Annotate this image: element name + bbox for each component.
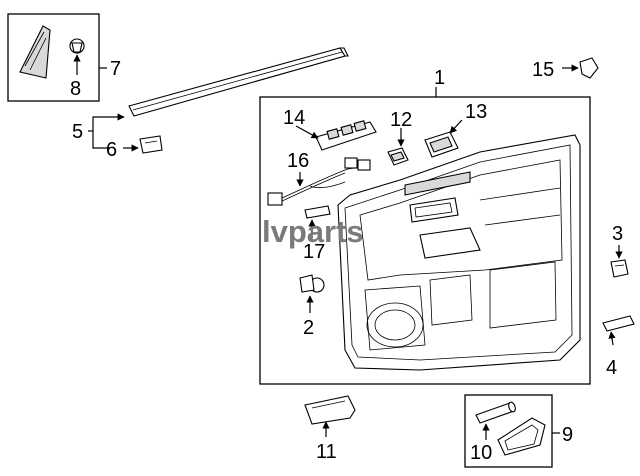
callout-7: 7 (110, 58, 121, 80)
push-clip-part-2 (299, 274, 325, 313)
tube-part-10 (475, 401, 516, 440)
molding-piece-part-7 (19, 25, 51, 79)
leader-5-top (92, 113, 125, 131)
leader-5-bottom (92, 131, 110, 149)
callout-1: 1 (434, 67, 445, 89)
callout-10: 10 (470, 442, 492, 464)
cap-part-15 (579, 57, 599, 79)
switch-part-13 (424, 119, 463, 158)
callout-8: 8 (70, 78, 81, 100)
callout-15: 15 (532, 59, 554, 81)
clip-part-6 (139, 135, 163, 154)
callout-6: 6 (106, 139, 117, 161)
clip-part-3 (610, 245, 629, 278)
switch-part-12 (387, 128, 409, 166)
watermark-text: lvparts (262, 214, 364, 249)
clip-part-4 (602, 315, 635, 346)
clip-part-8 (69, 38, 85, 75)
handle-part-11 (304, 395, 356, 437)
callout-5: 5 (72, 121, 83, 143)
callout-14: 14 (283, 107, 305, 129)
callout-16: 16 (287, 150, 309, 172)
parts-9-10-frame (464, 394, 553, 468)
wire-harness-part-16 (267, 157, 371, 206)
callout-2: 2 (303, 317, 314, 339)
callout-13: 13 (465, 101, 487, 123)
callout-17: 17 (303, 241, 325, 263)
belt-weatherstrip-part-5 (128, 47, 349, 117)
switch-assembly-part-14 (295, 120, 377, 151)
clip-part-17 (304, 205, 331, 238)
callout-4: 4 (606, 357, 617, 379)
callout-9: 9 (562, 424, 573, 446)
door-trim-panel-part-1 (337, 134, 581, 371)
door-panel-frame (259, 96, 591, 385)
callout-3: 3 (612, 223, 623, 245)
handle-bezel-part-9 (497, 417, 546, 456)
callout-11: 11 (316, 441, 337, 463)
parts-7-8-frame (7, 13, 100, 102)
callout-12: 12 (390, 109, 412, 131)
